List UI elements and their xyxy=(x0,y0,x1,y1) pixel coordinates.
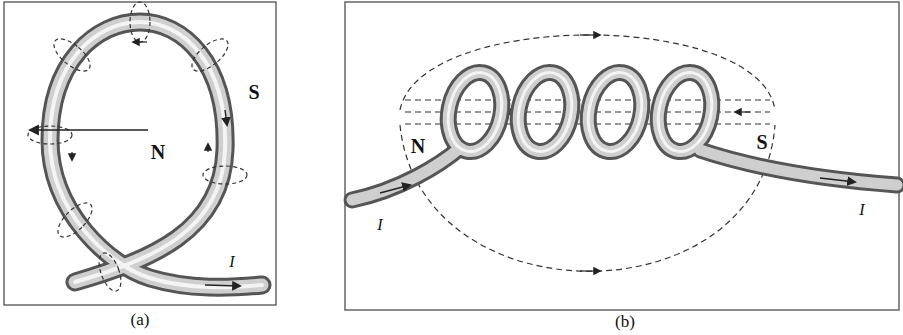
current-arrows xyxy=(205,110,240,286)
current-loop xyxy=(50,22,262,287)
field-direction-arrows xyxy=(72,42,208,160)
panel-frame xyxy=(345,2,899,310)
moment-arrow xyxy=(30,129,148,131)
pole-label: N xyxy=(409,135,427,157)
current-label: I xyxy=(227,253,236,271)
panel-label: (b) xyxy=(613,313,637,332)
panel-frame xyxy=(4,2,276,305)
pole-label: N xyxy=(149,141,167,163)
current-label: I xyxy=(375,216,384,234)
panel-label: (a) xyxy=(129,311,152,330)
solenoid-coil xyxy=(352,67,897,200)
current-label: I xyxy=(857,201,866,219)
field-loops xyxy=(28,2,247,294)
pole-label: S xyxy=(246,81,261,103)
current-arrows xyxy=(380,178,855,193)
pole-label: S xyxy=(754,131,769,153)
